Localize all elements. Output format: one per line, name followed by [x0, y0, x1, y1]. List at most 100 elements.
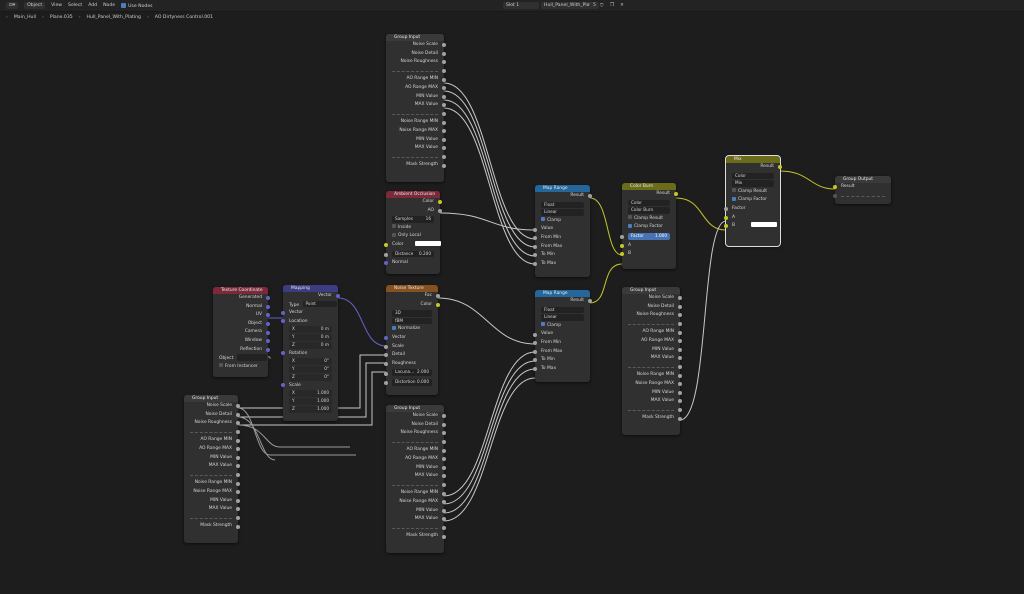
output-socket[interactable]: [236, 404, 240, 409]
input-socket[interactable]: [384, 261, 388, 266]
texture-coordinate-node[interactable]: Texture Coordinate Generated Normal UV O…: [213, 287, 271, 377]
node-header[interactable]: Ambient Occlusion: [386, 191, 440, 198]
output-socket[interactable]: [442, 103, 446, 108]
node-header[interactable]: Group Input: [386, 405, 444, 412]
clamp-toggle[interactable]: Clamp: [535, 217, 590, 226]
output-socket[interactable]: [678, 356, 682, 361]
node-header[interactable]: Noise Texture: [386, 285, 438, 292]
input-socket[interactable]: [533, 341, 537, 346]
menu-select[interactable]: Select: [68, 3, 83, 8]
input-socket[interactable]: [724, 215, 728, 220]
data-type-select[interactable]: Float: [541, 201, 584, 209]
close-icon[interactable]: ✕: [620, 3, 624, 8]
breadcrumb-object[interactable]: Main_Hull: [13, 14, 37, 20]
output-socket[interactable]: [442, 491, 446, 496]
input-socket[interactable]: [384, 362, 388, 367]
output-socket[interactable]: [678, 382, 682, 387]
output-socket[interactable]: [442, 129, 446, 134]
node-header[interactable]: Texture Coordinate: [213, 287, 268, 294]
output-socket[interactable]: [266, 330, 270, 335]
output-socket[interactable]: [442, 120, 446, 125]
input-socket[interactable]: [281, 319, 285, 324]
input-socket[interactable]: [533, 262, 537, 267]
input-socket[interactable]: [724, 207, 728, 212]
output-socket[interactable]: [442, 517, 446, 522]
output-socket[interactable]: [266, 339, 270, 344]
input-socket[interactable]: [620, 235, 624, 240]
input-socket[interactable]: [533, 349, 537, 354]
output-socket[interactable]: [266, 296, 270, 301]
input-socket[interactable]: [833, 185, 837, 190]
interpolation-select[interactable]: Linear: [541, 314, 584, 321]
shield-icon[interactable]: ⛉: [600, 3, 604, 9]
input-socket[interactable]: [533, 244, 537, 249]
object-picker[interactable]: [236, 354, 267, 361]
group-input-node-left[interactable]: Group Input Noise Scale Noise Detail Noi…: [184, 395, 240, 543]
output-socket[interactable]: [442, 457, 446, 462]
input-socket[interactable]: [384, 336, 388, 341]
input-socket[interactable]: [384, 252, 388, 257]
output-socket[interactable]: [436, 294, 440, 299]
breadcrumb-material[interactable]: Hull_Panel_With_Plating: [86, 14, 141, 20]
output-socket[interactable]: [236, 516, 240, 521]
node-header[interactable]: Map Range: [535, 185, 590, 192]
output-socket[interactable]: [442, 77, 446, 82]
type-select[interactable]: Point: [302, 300, 337, 308]
output-socket[interactable]: [236, 473, 240, 478]
input-socket[interactable]: [833, 193, 837, 198]
output-socket[interactable]: [442, 440, 446, 445]
output-socket[interactable]: [678, 304, 682, 309]
group-input-node-top[interactable]: Group Input Noise Scale Noise Detail Noi…: [386, 34, 446, 182]
blend-mode-select[interactable]: Color Burn: [628, 207, 670, 214]
output-socket[interactable]: [336, 294, 340, 299]
group-input-node-right[interactable]: Group Input Noise Scale Noise Detail Noi…: [622, 287, 682, 435]
input-socket[interactable]: [724, 224, 728, 229]
clamp-factor-toggle[interactable]: Clamp Factor: [622, 223, 676, 232]
color-swatch[interactable]: [414, 240, 441, 246]
from-instancer-toggle[interactable]: From Instancer: [213, 363, 268, 372]
output-socket[interactable]: [442, 112, 446, 117]
output-socket[interactable]: [236, 430, 240, 435]
output-socket[interactable]: [588, 194, 592, 199]
output-socket[interactable]: [266, 304, 270, 309]
input-socket[interactable]: [533, 367, 537, 372]
output-socket[interactable]: [678, 416, 682, 421]
output-socket[interactable]: [778, 165, 782, 170]
group-input-node-bottom[interactable]: Group Input Noise Scale Noise Detail Noi…: [386, 405, 446, 553]
output-socket[interactable]: [236, 507, 240, 512]
output-socket[interactable]: [678, 408, 682, 413]
output-socket[interactable]: [442, 51, 446, 56]
output-socket[interactable]: [442, 465, 446, 470]
input-socket[interactable]: [384, 344, 388, 349]
node-header[interactable]: Mix: [726, 156, 780, 163]
breadcrumb-mesh[interactable]: Plane.035: [49, 14, 73, 20]
node-header[interactable]: Color Burn: [622, 183, 676, 190]
input-socket[interactable]: [620, 243, 624, 248]
clamp-factor-toggle[interactable]: Clamp Factor: [726, 196, 780, 205]
output-socket[interactable]: [236, 412, 240, 417]
material-name-field[interactable]: Hull_Panel_With_Plating: [541, 2, 598, 9]
inside-toggle[interactable]: Inside: [386, 224, 440, 233]
noise-texture-node[interactable]: Noise Texture Fac Color 3D fBM Normalize…: [384, 285, 440, 395]
noise-type-select[interactable]: fBM: [392, 317, 432, 325]
menu-add[interactable]: Add: [88, 3, 98, 8]
menu-view[interactable]: View: [51, 3, 63, 8]
input-socket[interactable]: [384, 243, 388, 248]
output-socket[interactable]: [236, 447, 240, 452]
map-range-node-1[interactable]: Map Range Result Float Linear Clamp Valu…: [533, 185, 592, 277]
output-socket[interactable]: [442, 43, 446, 48]
dimensions-select[interactable]: 3D: [392, 310, 432, 317]
output-socket[interactable]: [678, 330, 682, 335]
output-socket[interactable]: [266, 313, 270, 318]
output-socket[interactable]: [236, 455, 240, 460]
output-socket[interactable]: [236, 524, 240, 529]
map-range-node-2[interactable]: Map Range Result Float Linear Clamp Valu…: [533, 290, 592, 382]
output-socket[interactable]: [442, 474, 446, 479]
lacunarity-field[interactable]: Lacuna…2.000: [392, 369, 432, 376]
output-socket[interactable]: [442, 448, 446, 453]
